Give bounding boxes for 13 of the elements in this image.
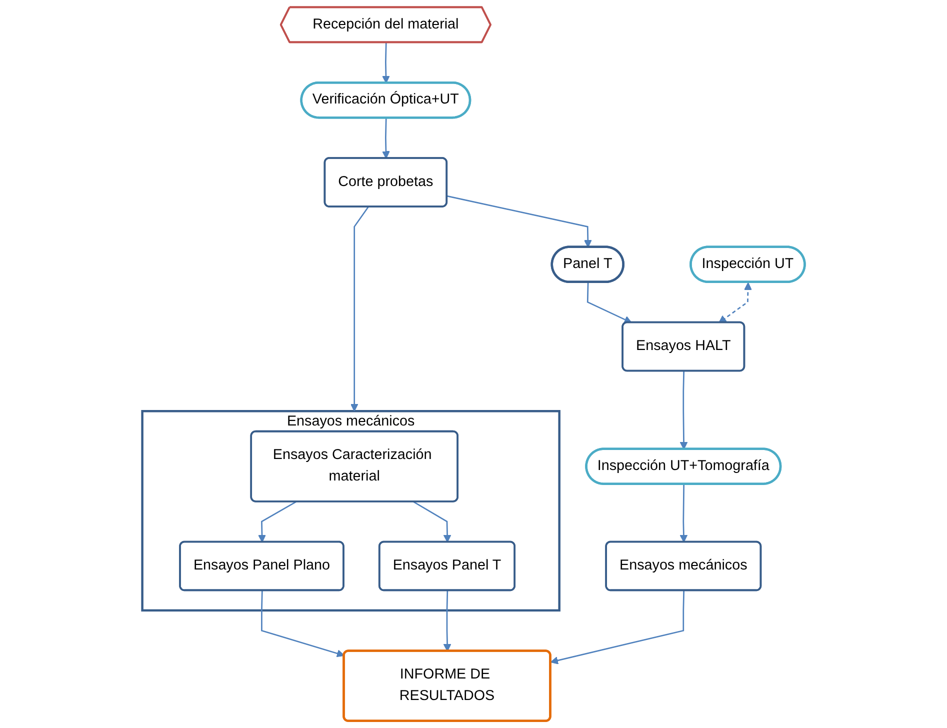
arrow: [586, 282, 632, 324]
arrow: [261, 590, 345, 658]
arrow: [413, 501, 452, 543]
arrow: [680, 484, 688, 543]
arrow: [382, 42, 390, 84]
arrow: [718, 282, 752, 324]
arrow: [550, 590, 684, 664]
arrow: [446, 195, 592, 248]
arrow: [258, 501, 296, 543]
arrow: [350, 206, 370, 412]
arrow: [443, 590, 452, 652]
arrow: [680, 371, 688, 450]
arrow: [382, 118, 390, 159]
